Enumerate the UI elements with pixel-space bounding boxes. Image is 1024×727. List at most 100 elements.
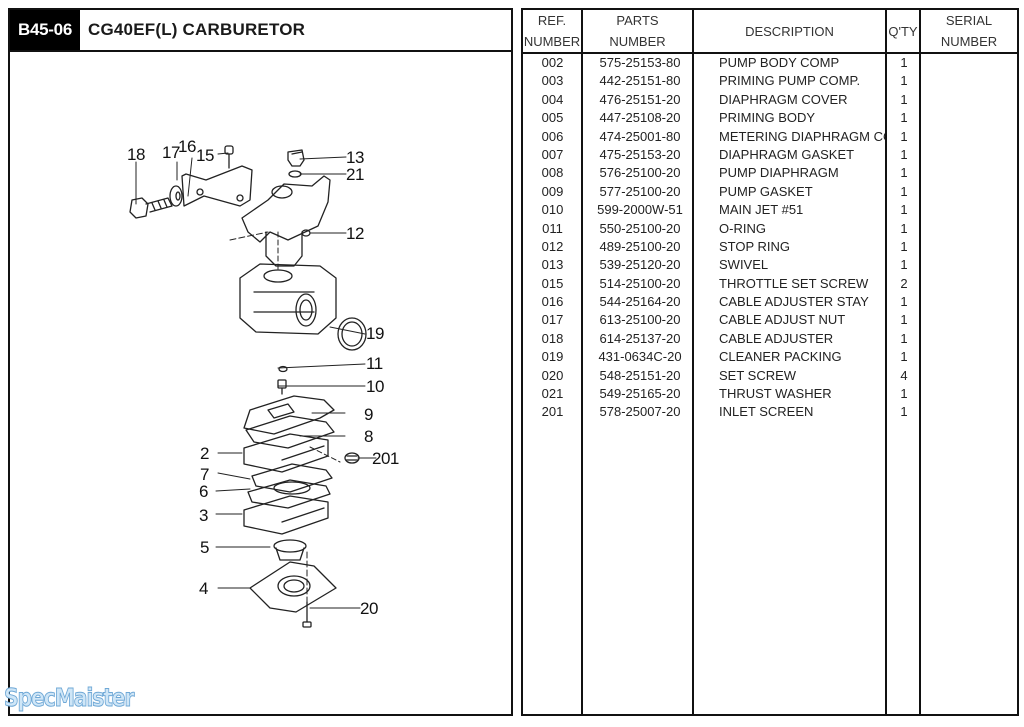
table-row: 005 447-25108-20 PRIMING BODY 1 xyxy=(523,109,1017,127)
part-number: 577-25100-20 xyxy=(599,183,681,199)
description: CLEANER PACKING xyxy=(719,349,842,365)
part-number: 614-25137-20 xyxy=(599,330,681,346)
quantity: 1 xyxy=(900,330,908,346)
callout-13: 13 xyxy=(346,148,364,167)
header-ref-number: REF. NUMBER xyxy=(523,13,581,49)
ref-number: 018 xyxy=(541,330,564,346)
description: PUMP GASKET xyxy=(719,183,813,199)
table-row: 201 578-25007-20 INLET SCREEN 1 xyxy=(523,403,1017,421)
table-row: 019 431-0634C-20 CLEANER PACKING 1 xyxy=(523,348,1017,366)
part-11-oring xyxy=(278,365,288,373)
part-number: 613-25100-20 xyxy=(599,312,681,328)
part-number: 474-25001-80 xyxy=(599,128,681,144)
ref-number: 004 xyxy=(541,91,564,107)
part-number: 549-25165-20 xyxy=(599,386,681,402)
part-number: 550-25100-20 xyxy=(599,220,681,236)
callout-21: 21 xyxy=(346,165,364,184)
description: O-RING xyxy=(719,220,766,236)
description: METERING DIAPHRAGM COMP xyxy=(719,128,885,144)
table-row: 010 599-2000W-51 MAIN JET #51 1 xyxy=(523,201,1017,219)
part-10-jet xyxy=(277,379,287,395)
title-bar: B45-06 CG40EF(L) CARBURETOR xyxy=(10,10,511,52)
callout-19: 19 xyxy=(366,324,384,343)
serial-number xyxy=(923,403,1017,421)
ref-number: 007 xyxy=(541,146,564,162)
serial-number xyxy=(923,238,1017,256)
watermark-logo: SpecMaister xyxy=(4,683,135,713)
description: DIAPHRAGM COVER xyxy=(719,91,848,107)
part-19-packing xyxy=(337,317,367,351)
serial-number xyxy=(923,201,1017,219)
throttle-body-upper xyxy=(241,175,331,267)
description: CABLE ADJUSTER xyxy=(719,330,834,346)
serial-number xyxy=(923,256,1017,274)
callout-3: 3 xyxy=(199,506,208,525)
column-divider xyxy=(885,10,887,714)
serial-number xyxy=(923,146,1017,164)
serial-number xyxy=(923,91,1017,109)
quantity: 1 xyxy=(900,55,908,70)
header-serial-number: SERIAL NUMBER xyxy=(940,13,998,49)
part-number: 575-25153-80 xyxy=(599,55,681,70)
part-number: 489-25100-20 xyxy=(599,238,681,254)
quantity: 1 xyxy=(900,386,908,402)
quantity: 1 xyxy=(900,312,908,328)
serial-number xyxy=(923,293,1017,311)
quantity: 1 xyxy=(900,146,908,162)
part-21-washer xyxy=(288,170,302,178)
ref-number: 005 xyxy=(541,110,564,126)
part-number: 476-25151-20 xyxy=(599,91,681,107)
serial-number xyxy=(923,54,1017,72)
serial-number xyxy=(923,311,1017,329)
ref-number: 019 xyxy=(541,349,564,365)
column-divider xyxy=(919,10,921,714)
header-quantity: Q'TY xyxy=(888,23,918,39)
serial-number xyxy=(923,348,1017,366)
serial-number xyxy=(923,109,1017,127)
serial-number xyxy=(923,220,1017,238)
description: PRIMING BODY xyxy=(719,110,816,126)
part-16-stay xyxy=(181,165,253,207)
carburetor-body xyxy=(239,263,337,335)
table-row: 004 476-25151-20 DIAPHRAGM COVER 1 xyxy=(523,91,1017,109)
quantity: 1 xyxy=(900,202,908,218)
part-8-pump-diaphragm xyxy=(245,415,335,449)
table-body: 002 575-25153-80 PUMP BODY COMP 1 003 44… xyxy=(523,54,1017,422)
part-2-pump-body xyxy=(243,433,329,473)
quantity: 1 xyxy=(900,165,908,181)
part-17-nut xyxy=(169,185,183,207)
callout-4: 4 xyxy=(199,579,208,598)
parts-list-table: REF. NUMBER PARTS NUMBER DESCRIPTION Q'T… xyxy=(521,8,1019,716)
section-code-badge: B45-06 xyxy=(10,10,80,50)
ref-number: 003 xyxy=(541,73,564,89)
part-number: 442-25151-80 xyxy=(599,73,681,89)
callout-7: 7 xyxy=(200,465,209,484)
ref-number: 020 xyxy=(541,367,564,383)
description: THROTTLE SET SCREW xyxy=(719,275,869,291)
serial-number xyxy=(923,128,1017,146)
exploded-parts-diagram: 18 17 16 15 13 21 12 19 11 10 9 8 2 201 … xyxy=(10,52,511,714)
serial-number xyxy=(923,330,1017,348)
header-description: DESCRIPTION xyxy=(745,23,834,39)
part-6-metering-diaphragm xyxy=(247,479,331,509)
part-4-cover xyxy=(249,561,337,613)
part-number: 514-25100-20 xyxy=(599,275,681,291)
part-number: 544-25164-20 xyxy=(599,294,681,310)
description: STOP RING xyxy=(719,238,791,254)
ref-number: 010 xyxy=(541,202,564,218)
description: CABLE ADJUSTER STAY xyxy=(719,294,869,310)
description: CABLE ADJUST NUT xyxy=(719,312,846,328)
callout-8: 8 xyxy=(364,427,373,446)
table-row: 020 548-25151-20 SET SCREW 4 xyxy=(523,367,1017,385)
ref-number: 201 xyxy=(541,404,564,420)
table-row: 009 577-25100-20 PUMP GASKET 1 xyxy=(523,183,1017,201)
ref-number: 009 xyxy=(541,183,564,199)
table-row: 012 489-25100-20 STOP RING 1 xyxy=(523,238,1017,256)
quantity: 1 xyxy=(900,183,908,199)
callout-201: 201 xyxy=(372,449,399,468)
part-number: 548-25151-20 xyxy=(599,367,681,383)
serial-number xyxy=(923,367,1017,385)
description: DIAPHRAGM GASKET xyxy=(719,146,855,162)
quantity: 1 xyxy=(900,128,908,144)
part-number: 447-25108-20 xyxy=(599,110,681,126)
